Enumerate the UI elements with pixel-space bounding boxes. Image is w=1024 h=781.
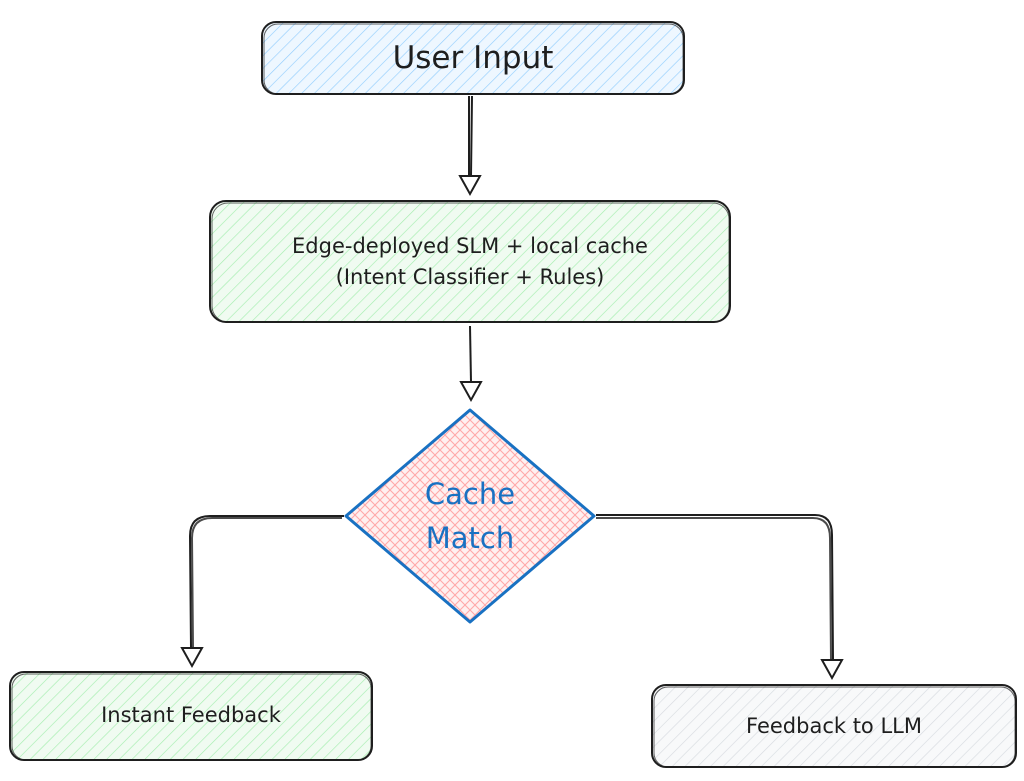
arrow-input-to-slm <box>458 95 482 197</box>
user-input-node: User Input <box>261 21 685 95</box>
user-input-label: User Input <box>393 40 554 76</box>
feedback-llm-label: Feedback to LLM <box>746 714 922 738</box>
arrow-slm-to-cache <box>459 325 483 403</box>
arrow-cache-to-instant <box>180 515 344 669</box>
edge-slm-line1: Edge-deployed SLM + local cache <box>292 234 648 258</box>
edge-slm-line2: (Intent Classifier + Rules) <box>336 265 605 289</box>
cache-match-line1: Cache <box>425 477 515 511</box>
instant-feedback-node: Instant Feedback <box>9 671 373 761</box>
cache-match-node: Cache Match <box>344 408 596 624</box>
arrow-cache-to-llm <box>596 514 844 681</box>
cache-match-line2: Match <box>426 521 515 555</box>
edge-slm-node: Edge-deployed SLM + local cache (Intent … <box>209 200 731 323</box>
feedback-llm-node: Feedback to LLM <box>651 684 1017 768</box>
instant-feedback-label: Instant Feedback <box>101 703 282 727</box>
